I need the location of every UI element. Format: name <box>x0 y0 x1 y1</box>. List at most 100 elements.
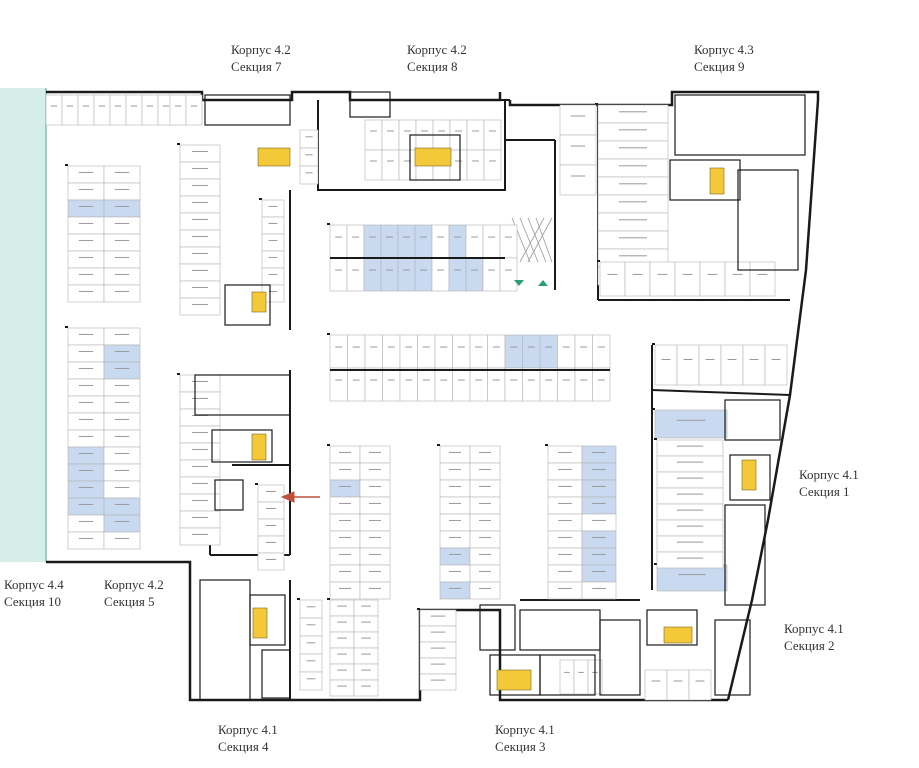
parking-space[interactable] <box>597 176 669 196</box>
parking-space[interactable] <box>469 479 501 498</box>
parking-space[interactable] <box>329 564 361 583</box>
parking-space[interactable] <box>261 199 285 218</box>
parking-space[interactable] <box>179 263 221 282</box>
parking-space[interactable] <box>257 535 285 554</box>
parking-space[interactable] <box>581 513 617 532</box>
parking-space[interactable] <box>482 224 501 259</box>
parking-space[interactable] <box>419 609 457 627</box>
parking-space-highlighted[interactable] <box>504 334 523 369</box>
parking-space[interactable] <box>179 476 221 495</box>
parking-space[interactable] <box>597 158 669 178</box>
parking-space-highlighted[interactable] <box>414 257 433 292</box>
parking-space[interactable] <box>597 212 669 232</box>
parking-space-highlighted[interactable] <box>397 224 416 259</box>
parking-space[interactable] <box>482 257 501 292</box>
parking-space-highlighted[interactable] <box>103 514 141 533</box>
parking-space[interactable] <box>656 487 724 505</box>
parking-space[interactable] <box>419 625 457 643</box>
parking-space[interactable] <box>359 479 391 498</box>
parking-space[interactable] <box>347 367 366 402</box>
parking-space-highlighted[interactable] <box>654 409 728 439</box>
parking-space[interactable] <box>353 631 379 649</box>
parking-space[interactable] <box>539 367 558 402</box>
parking-space[interactable] <box>45 94 63 126</box>
parking-space[interactable] <box>329 257 348 292</box>
parking-space[interactable] <box>547 513 583 532</box>
parking-space-highlighted[interactable] <box>329 479 361 498</box>
parking-space[interactable] <box>656 471 724 489</box>
parking-space[interactable] <box>559 134 597 166</box>
parking-space[interactable] <box>382 334 401 369</box>
parking-space-highlighted[interactable] <box>397 257 416 292</box>
parking-space[interactable] <box>592 334 611 369</box>
parking-space[interactable] <box>299 653 323 673</box>
parking-space-highlighted[interactable] <box>380 257 399 292</box>
parking-space[interactable] <box>261 267 285 286</box>
parking-space[interactable] <box>720 344 744 386</box>
parking-space[interactable] <box>179 510 221 529</box>
parking-space[interactable] <box>103 429 141 448</box>
parking-space[interactable] <box>299 671 323 691</box>
parking-space[interactable] <box>329 647 355 665</box>
parking-space[interactable] <box>522 367 541 402</box>
parking-space[interactable] <box>179 493 221 512</box>
parking-space[interactable] <box>179 442 221 461</box>
parking-space[interactable] <box>103 233 141 252</box>
parking-space[interactable] <box>103 531 141 550</box>
parking-space[interactable] <box>67 514 105 533</box>
parking-space[interactable] <box>179 195 221 214</box>
parking-space[interactable] <box>67 267 105 286</box>
parking-space[interactable] <box>592 367 611 402</box>
parking-space-highlighted[interactable] <box>363 257 382 292</box>
parking-space[interactable] <box>656 535 724 553</box>
parking-space[interactable] <box>449 149 468 181</box>
parking-space-highlighted[interactable] <box>465 257 484 292</box>
parking-space[interactable] <box>504 367 523 402</box>
parking-space[interactable] <box>257 501 285 520</box>
parking-space[interactable] <box>742 344 766 386</box>
parking-space[interactable] <box>654 344 678 386</box>
parking-space[interactable] <box>597 194 669 214</box>
parking-space[interactable] <box>465 224 484 259</box>
parking-space[interactable] <box>381 119 400 151</box>
parking-space[interactable] <box>169 94 187 126</box>
parking-space[interactable] <box>329 679 355 697</box>
parking-space-highlighted[interactable] <box>67 463 105 482</box>
parking-space-highlighted[interactable] <box>67 199 105 218</box>
parking-space[interactable] <box>261 250 285 269</box>
parking-space[interactable] <box>299 129 319 149</box>
parking-space[interactable] <box>666 669 690 701</box>
parking-space[interactable] <box>452 367 471 402</box>
parking-space[interactable] <box>329 334 348 369</box>
parking-space[interactable] <box>359 564 391 583</box>
parking-space[interactable] <box>359 513 391 532</box>
parking-space[interactable] <box>439 564 471 583</box>
parking-space[interactable] <box>574 367 593 402</box>
parking-space[interactable] <box>547 445 583 464</box>
parking-space[interactable] <box>499 257 518 292</box>
parking-space[interactable] <box>141 94 159 126</box>
parking-space[interactable] <box>487 367 506 402</box>
parking-space[interactable] <box>547 547 583 566</box>
parking-space[interactable] <box>347 334 366 369</box>
parking-space[interactable] <box>179 144 221 163</box>
parking-space[interactable] <box>439 479 471 498</box>
parking-space[interactable] <box>179 527 221 546</box>
parking-space[interactable] <box>656 439 724 457</box>
parking-space[interactable] <box>179 212 221 231</box>
parking-space[interactable] <box>359 581 391 600</box>
parking-space[interactable] <box>103 327 141 346</box>
parking-space[interactable] <box>382 367 401 402</box>
parking-space-highlighted[interactable] <box>380 224 399 259</box>
parking-space[interactable] <box>417 334 436 369</box>
parking-space[interactable] <box>329 367 348 402</box>
parking-space[interactable] <box>656 519 724 537</box>
parking-space[interactable] <box>599 261 626 297</box>
parking-space[interactable] <box>364 119 383 151</box>
parking-space[interactable] <box>103 412 141 431</box>
parking-space[interactable] <box>353 599 379 617</box>
parking-space[interactable] <box>61 94 79 126</box>
parking-space[interactable] <box>656 503 724 521</box>
parking-space-highlighted[interactable] <box>67 446 105 465</box>
parking-space-highlighted[interactable] <box>439 547 471 566</box>
